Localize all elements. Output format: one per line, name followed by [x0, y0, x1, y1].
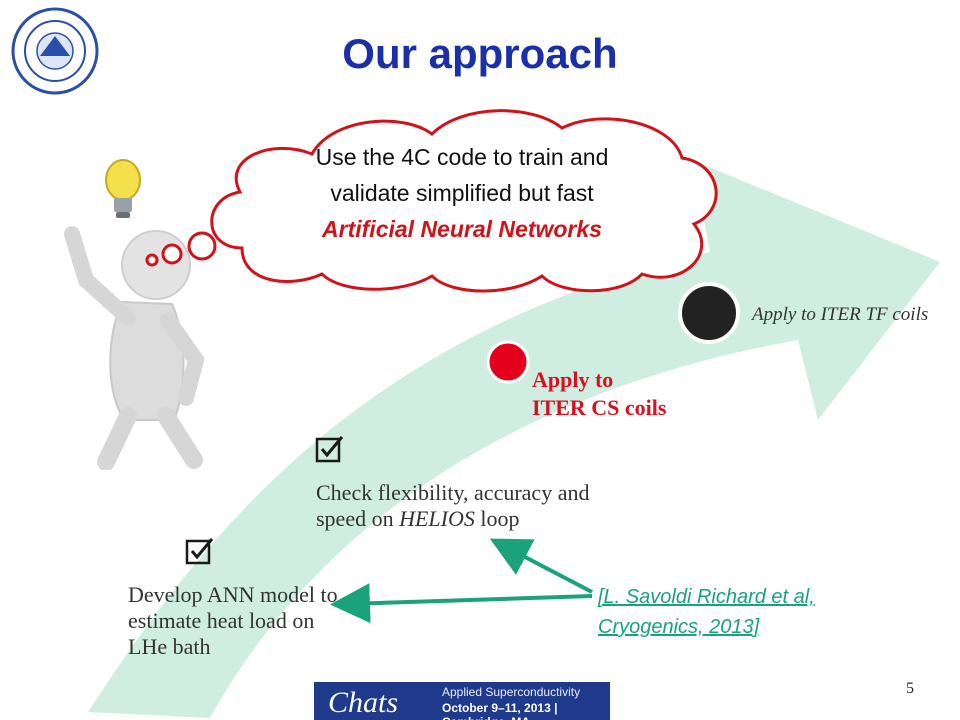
cloud-line-2: validate simplified but fast	[330, 180, 594, 206]
step2-prefix: Check flexibility, accuracy and speed on	[316, 480, 590, 531]
cloud-highlight: Artificial Neural Networks	[322, 216, 602, 242]
step1-text: Develop ANN model to estimate heat load …	[128, 582, 338, 659]
page-number: 5	[906, 680, 914, 697]
cloud-line-1: Use the 4C code to train and	[315, 144, 609, 170]
check-box-icon	[185, 538, 214, 565]
banner-subtitle: Applied Superconductivity	[442, 685, 581, 699]
thought-cloud-shape	[210, 109, 718, 293]
step2-text: Check flexibility, accuracy and speed on…	[316, 480, 596, 532]
banner-date: October 9–11, 2013 | Cambridge, MA	[442, 701, 558, 720]
step2-suffix: loop	[474, 506, 520, 531]
reference-link[interactable]: [L. Savoldi Richard et al, Cryogenics, 2…	[598, 586, 815, 638]
step2-emphasis: HELIOS	[399, 506, 475, 531]
step3-text: Apply to ITER CS coils	[532, 367, 667, 420]
thought-bubbles	[145, 231, 217, 267]
light-bulb-icon	[105, 159, 141, 218]
conference-banner: Chats Applied Superconductivity October …	[314, 682, 610, 720]
slide-title: Our approach	[342, 30, 618, 77]
step4-text: Apply to ITER TF coils	[752, 304, 929, 325]
arrow-to-step2	[489, 538, 593, 594]
step4-marker	[678, 282, 740, 344]
university-seal-logo	[11, 7, 99, 95]
banner-logo: Chats	[328, 686, 399, 719]
check-box-icon	[315, 436, 344, 463]
step3-marker	[486, 340, 530, 384]
arrow-to-step1	[330, 583, 593, 624]
